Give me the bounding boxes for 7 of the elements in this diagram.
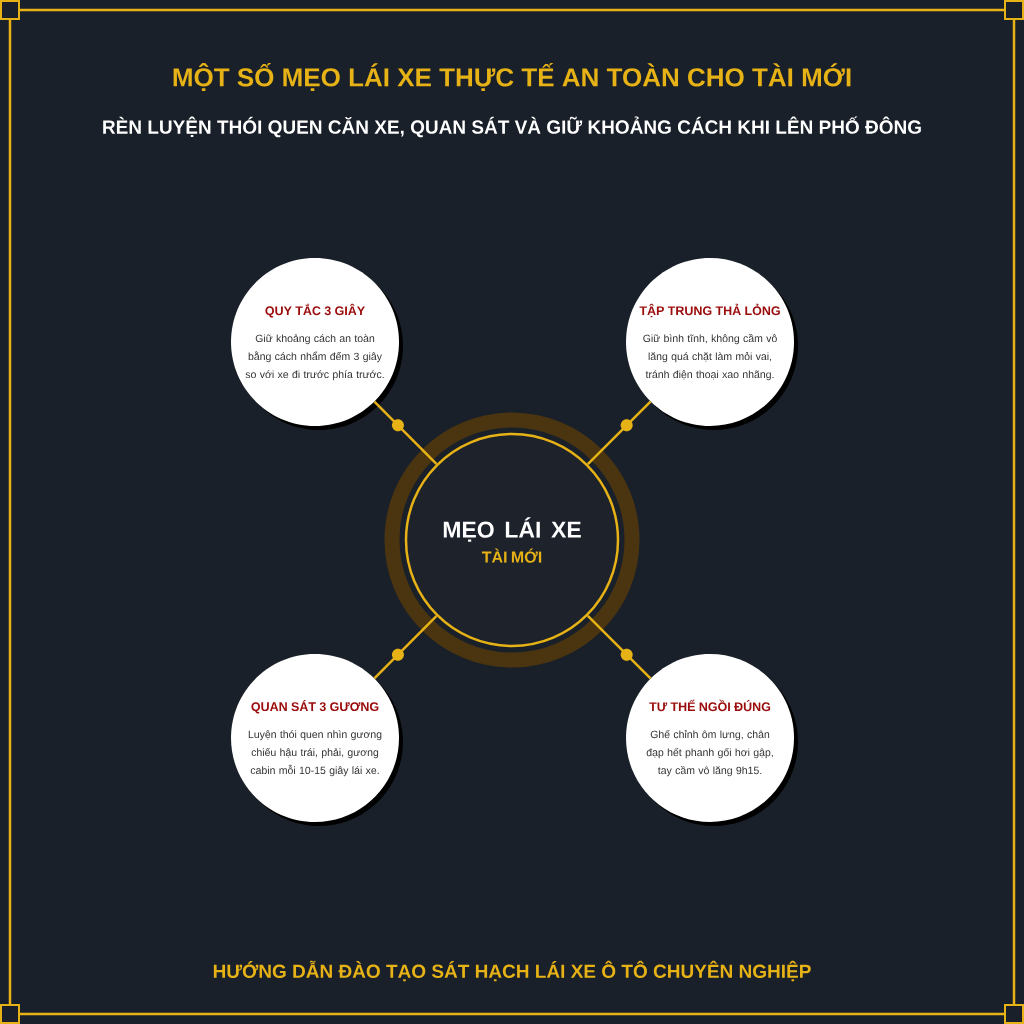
title: MỘT SỐ MẸO LÁI XE THỰC TẾ AN TOÀN CHO TÀI MỚI	[173, 63, 851, 91]
connector-line	[586, 400, 652, 466]
caption: HƯỚNG DẪN ĐÀO TẠO SÁT HẠCH LÁI XE Ô TÔ CHUYÊN NGHIỆP	[213, 960, 811, 982]
connector-line	[373, 615, 438, 680]
connector-line	[586, 614, 652, 680]
subtitle: RÈN LUYỆN THÓI QUEN CĂN XE, QUAN SÁT VÀ GIỮ KHOẢNG CÁCH KHI LÊN PHỐ ĐÔNG	[103, 116, 921, 138]
connector-line	[373, 400, 438, 465]
